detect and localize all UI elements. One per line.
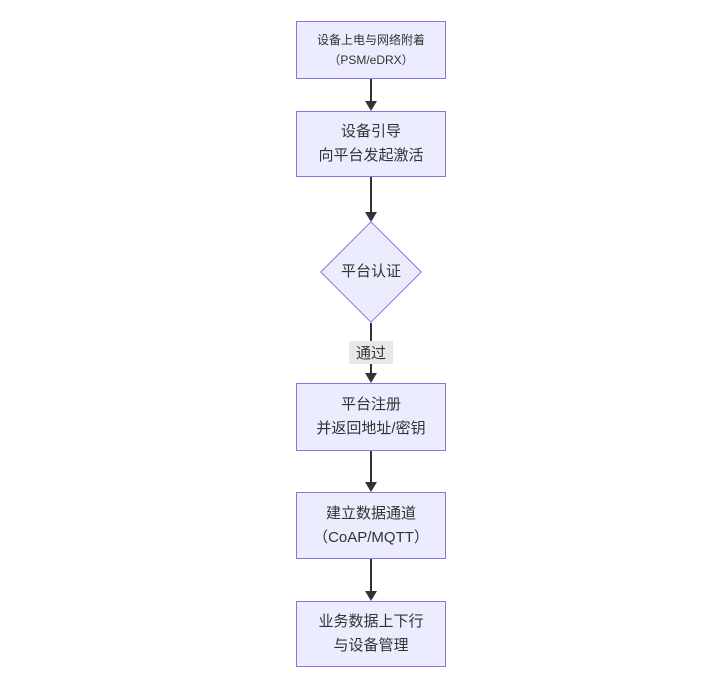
node-platform-register: 平台注册 并返回地址/密钥 <box>296 383 446 451</box>
arrow-shaft <box>370 177 372 214</box>
node-label-line: 向平台发起激活 <box>318 147 424 164</box>
node-label-line: 并返回地址/密钥 <box>316 420 426 437</box>
arrowhead-down-icon <box>365 212 377 222</box>
node-data-channel: 建立数据通道 （CoAP/MQTT） <box>296 492 446 559</box>
node-label-line: 设备引导 <box>340 123 401 140</box>
node-label-line: 设备上电与网络附着 <box>316 33 425 47</box>
edge-label-pass: 通过 <box>349 341 393 364</box>
node-label-line: 建立数据通道 <box>325 504 416 522</box>
node-label-line: （CoAP/MQTT） <box>313 528 429 546</box>
node-bootstrap-activate: 设备引导 向平台发起激活 <box>296 111 446 177</box>
flow-arrow-1 <box>365 79 377 111</box>
flow-arrow-4 <box>365 451 377 492</box>
node-label-line: 平台注册 <box>340 396 401 413</box>
node-platform-auth: 平台认证 <box>320 221 422 323</box>
node-business-data: 业务数据上下行 与设备管理 <box>296 601 446 667</box>
arrowhead-down-icon <box>365 373 377 383</box>
arrow-shaft <box>370 559 372 593</box>
node-label-line: 平台认证 <box>340 263 401 280</box>
arrow-shaft <box>370 451 372 484</box>
arrow-shaft <box>370 79 372 103</box>
flow-arrow-5 <box>365 559 377 601</box>
node-device-power-attach: 设备上电与网络附着 （PSM/eDRX） <box>296 21 446 79</box>
arrowhead-down-icon <box>365 101 377 111</box>
arrowhead-down-icon <box>365 591 377 601</box>
node-label-line: （PSM/eDRX） <box>328 53 414 67</box>
arrowhead-down-icon <box>365 482 377 492</box>
flow-arrow-2 <box>365 177 377 222</box>
node-label-line: 与设备管理 <box>333 637 409 654</box>
node-label-line: 业务数据上下行 <box>318 613 424 630</box>
